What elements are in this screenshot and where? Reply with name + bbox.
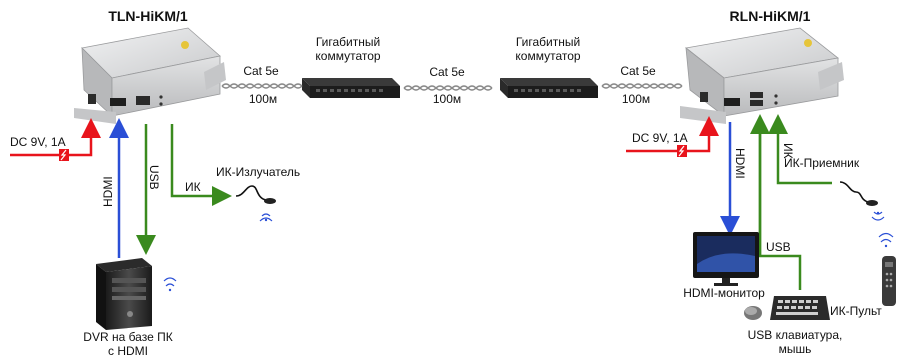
tx-ir-label: ИК bbox=[185, 180, 201, 194]
tx-ir-emitter-label: ИК-Излучатель bbox=[216, 165, 300, 179]
rx-power-label: DC 9V, 1A bbox=[632, 131, 688, 145]
rx-monitor-label: HDMI-монитор bbox=[683, 286, 765, 300]
tx-source-label-line2: с HDMI bbox=[108, 344, 148, 358]
switch-2 bbox=[500, 78, 598, 98]
switch-1-label-line1: Гигабитный bbox=[316, 35, 380, 49]
tx-usb-label: USB bbox=[147, 165, 161, 190]
rx-ir-label: ИК bbox=[781, 143, 795, 159]
tx-power-lightning-icon bbox=[59, 149, 69, 161]
tx-power-label: DC 9V, 1A bbox=[10, 135, 66, 149]
hdmi-monitor-icon bbox=[693, 232, 759, 286]
switch-1 bbox=[302, 78, 400, 98]
rx-power-lightning-icon bbox=[677, 145, 687, 157]
cable-1-length: 100м bbox=[249, 92, 277, 106]
tx-source-label-line1: DVR на базе ПК bbox=[83, 330, 172, 344]
rx-keyboard-label-line2: мышь bbox=[779, 342, 812, 356]
dvr-pc-icon bbox=[96, 258, 177, 330]
cable-3-type: Cat 5e bbox=[620, 64, 656, 78]
tx-ir-line bbox=[170, 124, 232, 206]
rx-remote-label: ИК-Пульт bbox=[830, 304, 882, 318]
cable-2-type: Cat 5e bbox=[429, 65, 465, 79]
switch-2-label-line1: Гигабитный bbox=[516, 35, 580, 49]
keyboard-icon bbox=[770, 296, 830, 320]
rx-ir-line bbox=[768, 114, 832, 185]
switch-1-label-line2: коммутатор bbox=[315, 49, 381, 63]
transmitter-device bbox=[74, 27, 226, 124]
mouse-icon bbox=[744, 306, 762, 320]
cable-2-length: 100м bbox=[433, 92, 461, 106]
cable-2 bbox=[403, 85, 493, 91]
rx-keyboard-label-line1: USB клавиатура, bbox=[748, 328, 843, 342]
ir-receiver-icon bbox=[839, 181, 885, 221]
cable-3-length: 100м bbox=[622, 92, 650, 106]
ir-remote-icon bbox=[878, 232, 896, 306]
switch-2-label-line2: коммутатор bbox=[515, 49, 581, 63]
rx-ir-receiver-label: ИК-Приемник bbox=[784, 156, 860, 170]
receiver-device bbox=[680, 27, 844, 124]
ir-emitter-icon bbox=[235, 185, 276, 222]
rx-usb-label: USB bbox=[766, 240, 791, 254]
tx-power-line bbox=[10, 118, 101, 157]
tx-hdmi-label: HDMI bbox=[101, 176, 115, 207]
rx-hdmi-label: HDMI bbox=[733, 148, 747, 179]
cable-1-type: Cat 5e bbox=[243, 64, 279, 78]
transmitter-title: TLN-HiKM/1 bbox=[108, 8, 188, 24]
receiver-title: RLN-HiKM/1 bbox=[730, 8, 811, 24]
rx-power-line bbox=[626, 116, 719, 153]
